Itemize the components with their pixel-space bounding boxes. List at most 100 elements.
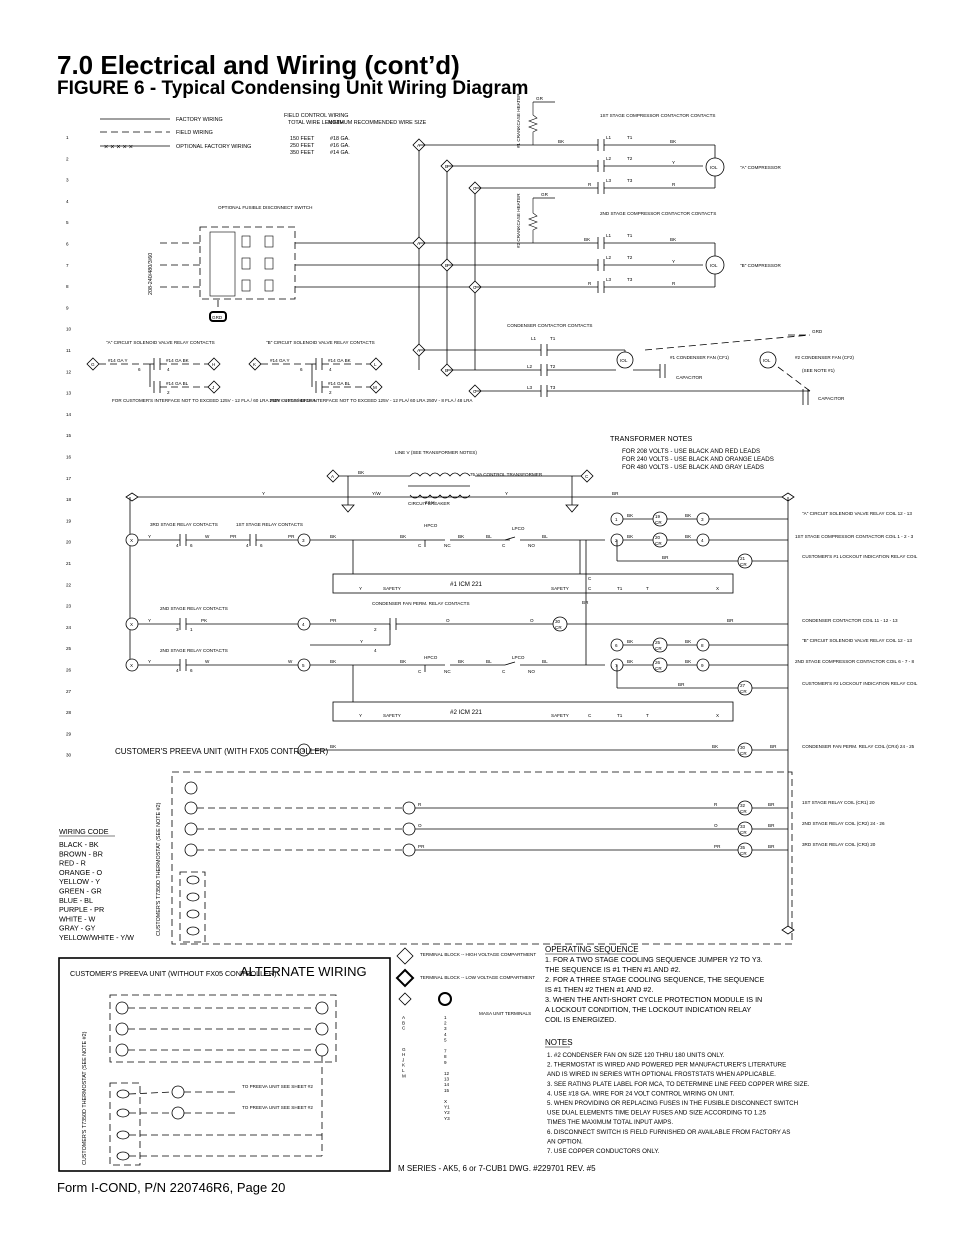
wiring-code-item: YELLOW - Y — [59, 877, 100, 886]
fan-perm-circuit: CONDENSER FAN PERM. RELAY CONTACTS 30CR … — [310, 540, 788, 665]
svg-text:MINIMUM RECOMMENDED WIRE SIZ: MINIMUM RECOMMENDED WIRE SIZE — [328, 120, 427, 126]
svg-text:3: 3 — [302, 748, 305, 753]
svg-text:BK: BK — [670, 237, 677, 242]
operating-sequence-line: 2. FOR A THREE STAGE COOLING SEQUENCE, T… — [545, 975, 764, 984]
wiring-code-item: GRAY - GY — [59, 924, 96, 933]
svg-text:CUSTOMER'S PREEVA UNIT (WITH F: CUSTOMER'S PREEVA UNIT (WITH FX05 CONTRO… — [115, 747, 328, 756]
svg-text:TERMINAL BLOCK -- HIGH VOLTAGE: TERMINAL BLOCK -- HIGH VOLTAGE COMPARTME… — [420, 952, 536, 957]
svg-text:T3: T3 — [627, 178, 633, 183]
svg-text:CAPACITOR: CAPACITOR — [676, 375, 703, 380]
svg-text:G: G — [91, 362, 95, 367]
svg-text:T: T — [646, 713, 649, 718]
svg-text:BL: BL — [486, 534, 492, 539]
line-number: 22 — [66, 582, 72, 587]
svg-text:T: T — [646, 586, 649, 591]
svg-text:HPCO: HPCO — [424, 523, 438, 528]
svg-text:C: C — [588, 713, 592, 718]
svg-text:6: 6 — [300, 367, 303, 372]
svg-text:T1: T1 — [627, 233, 633, 238]
svg-text:GR: GR — [541, 192, 549, 197]
line-number: 9 — [66, 305, 69, 310]
svg-text:TO PREEVA UNIT SEE SHEET #2: TO PREEVA UNIT SEE SHEET #2 — [242, 1084, 313, 1089]
svg-text:T1: T1 — [617, 713, 623, 718]
svg-text:GRD: GRD — [812, 329, 823, 334]
svg-text:C: C — [473, 389, 477, 394]
svg-text:Y: Y — [505, 491, 508, 496]
svg-text:BK: BK — [458, 659, 465, 664]
svg-text:BK: BK — [627, 639, 634, 644]
svg-text:LPCO: LPCO — [512, 526, 525, 531]
svg-text:BK: BK — [627, 513, 634, 518]
line-number: 4 — [66, 199, 69, 204]
svg-text:W: W — [205, 659, 210, 664]
terminal-key: TERMINAL BLOCK -- HIGH VOLTAGE COMPARTME… — [395, 947, 536, 1121]
svg-text:IOL: IOL — [710, 263, 718, 268]
svg-text:CONDENSER CONTACTOR COIL 11 -: CONDENSER CONTACTOR COIL 11 - 12 - 13 — [802, 618, 898, 623]
svg-text:FOR CUSTOMER'S INTERFACE NOT T: FOR CUSTOMER'S INTERFACE NOT TO EXCEED 1… — [112, 398, 316, 403]
note-line: AND IS WIRED IN SERIES WITH OPTIONAL FRO… — [547, 1071, 776, 1078]
svg-text:#14 GA BL: #14 GA BL — [166, 381, 189, 386]
wiring-code-item: PURPLE - PR — [59, 905, 104, 914]
terminal-number: X — [444, 1099, 447, 1104]
svg-text:CR: CR — [655, 541, 662, 546]
svg-text:BK: BK — [685, 659, 692, 664]
line-number: 2 — [66, 156, 69, 161]
svg-text:NO: NO — [528, 669, 535, 674]
svg-text:BR: BR — [768, 802, 775, 807]
terminal-letter: H — [402, 1052, 405, 1057]
svg-text:#2 ICM 221: #2 ICM 221 — [450, 709, 483, 716]
svg-text:Y: Y — [360, 639, 363, 644]
svg-text:BR: BR — [612, 491, 619, 496]
svg-text:2: 2 — [615, 538, 618, 543]
svg-text:BK: BK — [330, 534, 337, 539]
line-number: 1 — [66, 135, 69, 140]
legend-field: FIELD WIRING — [176, 130, 213, 136]
svg-text:CONDENSER FAN PERM. RELAY CONT: CONDENSER FAN PERM. RELAY CONTACTS — [372, 601, 470, 606]
svg-text:SAFETY: SAFETY — [383, 586, 401, 591]
svg-text:BK: BK — [627, 534, 634, 539]
svg-text:25: 25 — [655, 640, 661, 645]
svg-text:"A" CIRCUIT SOLENOID VALVE REL: "A" CIRCUIT SOLENOID VALVE RELAY COIL 12… — [802, 511, 912, 516]
svg-text:#14 GA BK: #14 GA BK — [166, 358, 190, 363]
svg-text:27: 27 — [740, 683, 746, 688]
svg-text:C: C — [418, 543, 422, 548]
terminal-number: Y2 — [444, 1110, 450, 1115]
line-number: 3 — [66, 178, 69, 183]
svg-text:BR: BR — [770, 744, 777, 749]
svg-text:#14 GA Y: #14 GA Y — [108, 358, 128, 363]
svg-text:L3: L3 — [527, 385, 533, 390]
svg-text:L2: L2 — [606, 156, 612, 161]
terminal-letter: M — [402, 1073, 406, 1078]
wiring-code-item: ORANGE - O — [59, 868, 103, 877]
svg-text:× × × × ×: × × × × × — [104, 142, 133, 151]
svg-text:C: C — [473, 285, 477, 290]
svg-text:PR: PR — [418, 844, 425, 849]
svg-text:6: 6 — [615, 643, 618, 648]
svg-text:BK: BK — [712, 744, 719, 749]
svg-text:BK: BK — [330, 744, 337, 749]
svg-text:6: 6 — [190, 668, 193, 673]
svg-text:L3: L3 — [606, 277, 612, 282]
svg-text:C: C — [418, 669, 422, 674]
legend-factory: FACTORY WIRING — [176, 117, 223, 123]
page-footer: Form I-COND, P/N 220746R6, Page 20 — [57, 1180, 286, 1195]
terminal-number: 14 — [444, 1082, 450, 1087]
note-line: AN OPTION. — [547, 1138, 583, 1145]
operating-sequence-line: IS #1 THEN #2 THEN #1 AND #2. — [545, 985, 653, 994]
operating-sequence: OPERATING SEQUENCE 1. FOR A TWO STAGE CO… — [545, 945, 764, 1024]
svg-text:350 FEET: 350 FEET — [290, 150, 315, 156]
svg-text:L1: L1 — [531, 336, 537, 341]
svg-text:BK: BK — [685, 513, 692, 518]
svg-text:NC: NC — [444, 543, 451, 548]
solenoid-valve-contacts: "A" CIRCUIT SOLENOID VALVE RELAY CONTACT… — [86, 340, 473, 403]
terminal-letter: B — [402, 1020, 405, 1025]
svg-text:IOL: IOL — [620, 358, 628, 363]
svg-text:CR: CR — [740, 689, 747, 694]
line-number: 27 — [66, 689, 72, 694]
svg-text:T1: T1 — [550, 336, 556, 341]
svg-text:32: 32 — [740, 803, 746, 808]
svg-text:R: R — [418, 802, 422, 807]
line-number: 6 — [66, 242, 69, 247]
svg-text:2: 2 — [167, 390, 170, 395]
